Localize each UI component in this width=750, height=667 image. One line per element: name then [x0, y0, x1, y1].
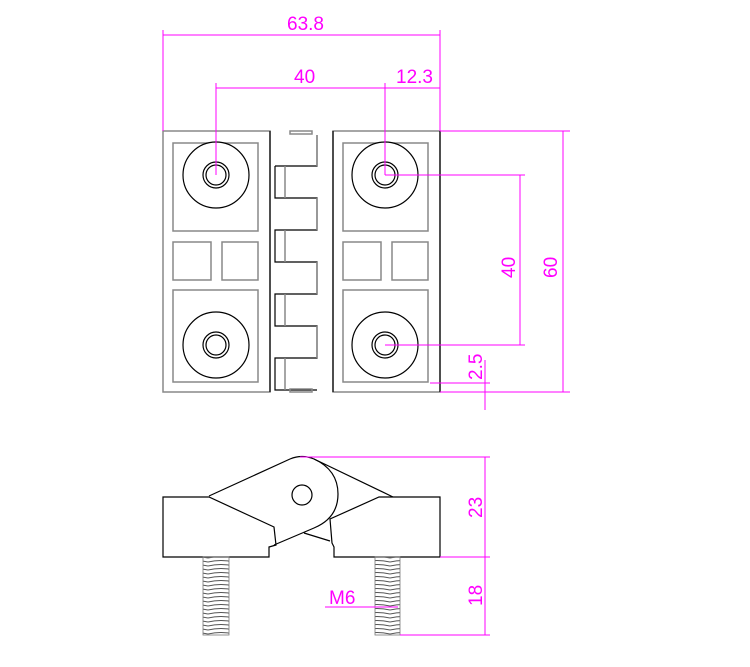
- dim-stud-length: 18: [466, 585, 487, 606]
- dim-hole-spacing-horizontal: 40: [294, 67, 315, 88]
- mounting-holes: [182, 141, 419, 379]
- knuckles: [274, 130, 318, 393]
- dim-hole-spacing-vertical: 40: [499, 257, 520, 278]
- knuckle: [208, 455, 339, 546]
- top-dimensions: 63.8 40 12.3 60 40 2.5: [162, 14, 570, 410]
- dim-overall-width: 63.8: [287, 14, 324, 35]
- right-block: [329, 496, 441, 558]
- dim-thread: M6: [329, 588, 355, 609]
- side-view: 23 18 M6: [162, 455, 490, 636]
- left-block: [162, 496, 277, 558]
- threaded-studs: [202, 556, 401, 636]
- top-view: 63.8 40 12.3 60 40 2.5: [162, 14, 570, 410]
- side-dimensions: 23 18 M6: [300, 456, 490, 636]
- dim-hole-edge-offset: 2.5: [466, 354, 487, 380]
- pin-hole: [291, 484, 313, 506]
- dim-hole-to-edge: 12.3: [396, 67, 433, 88]
- dim-overall-height: 60: [541, 257, 562, 278]
- dim-body-height: 23: [466, 497, 487, 518]
